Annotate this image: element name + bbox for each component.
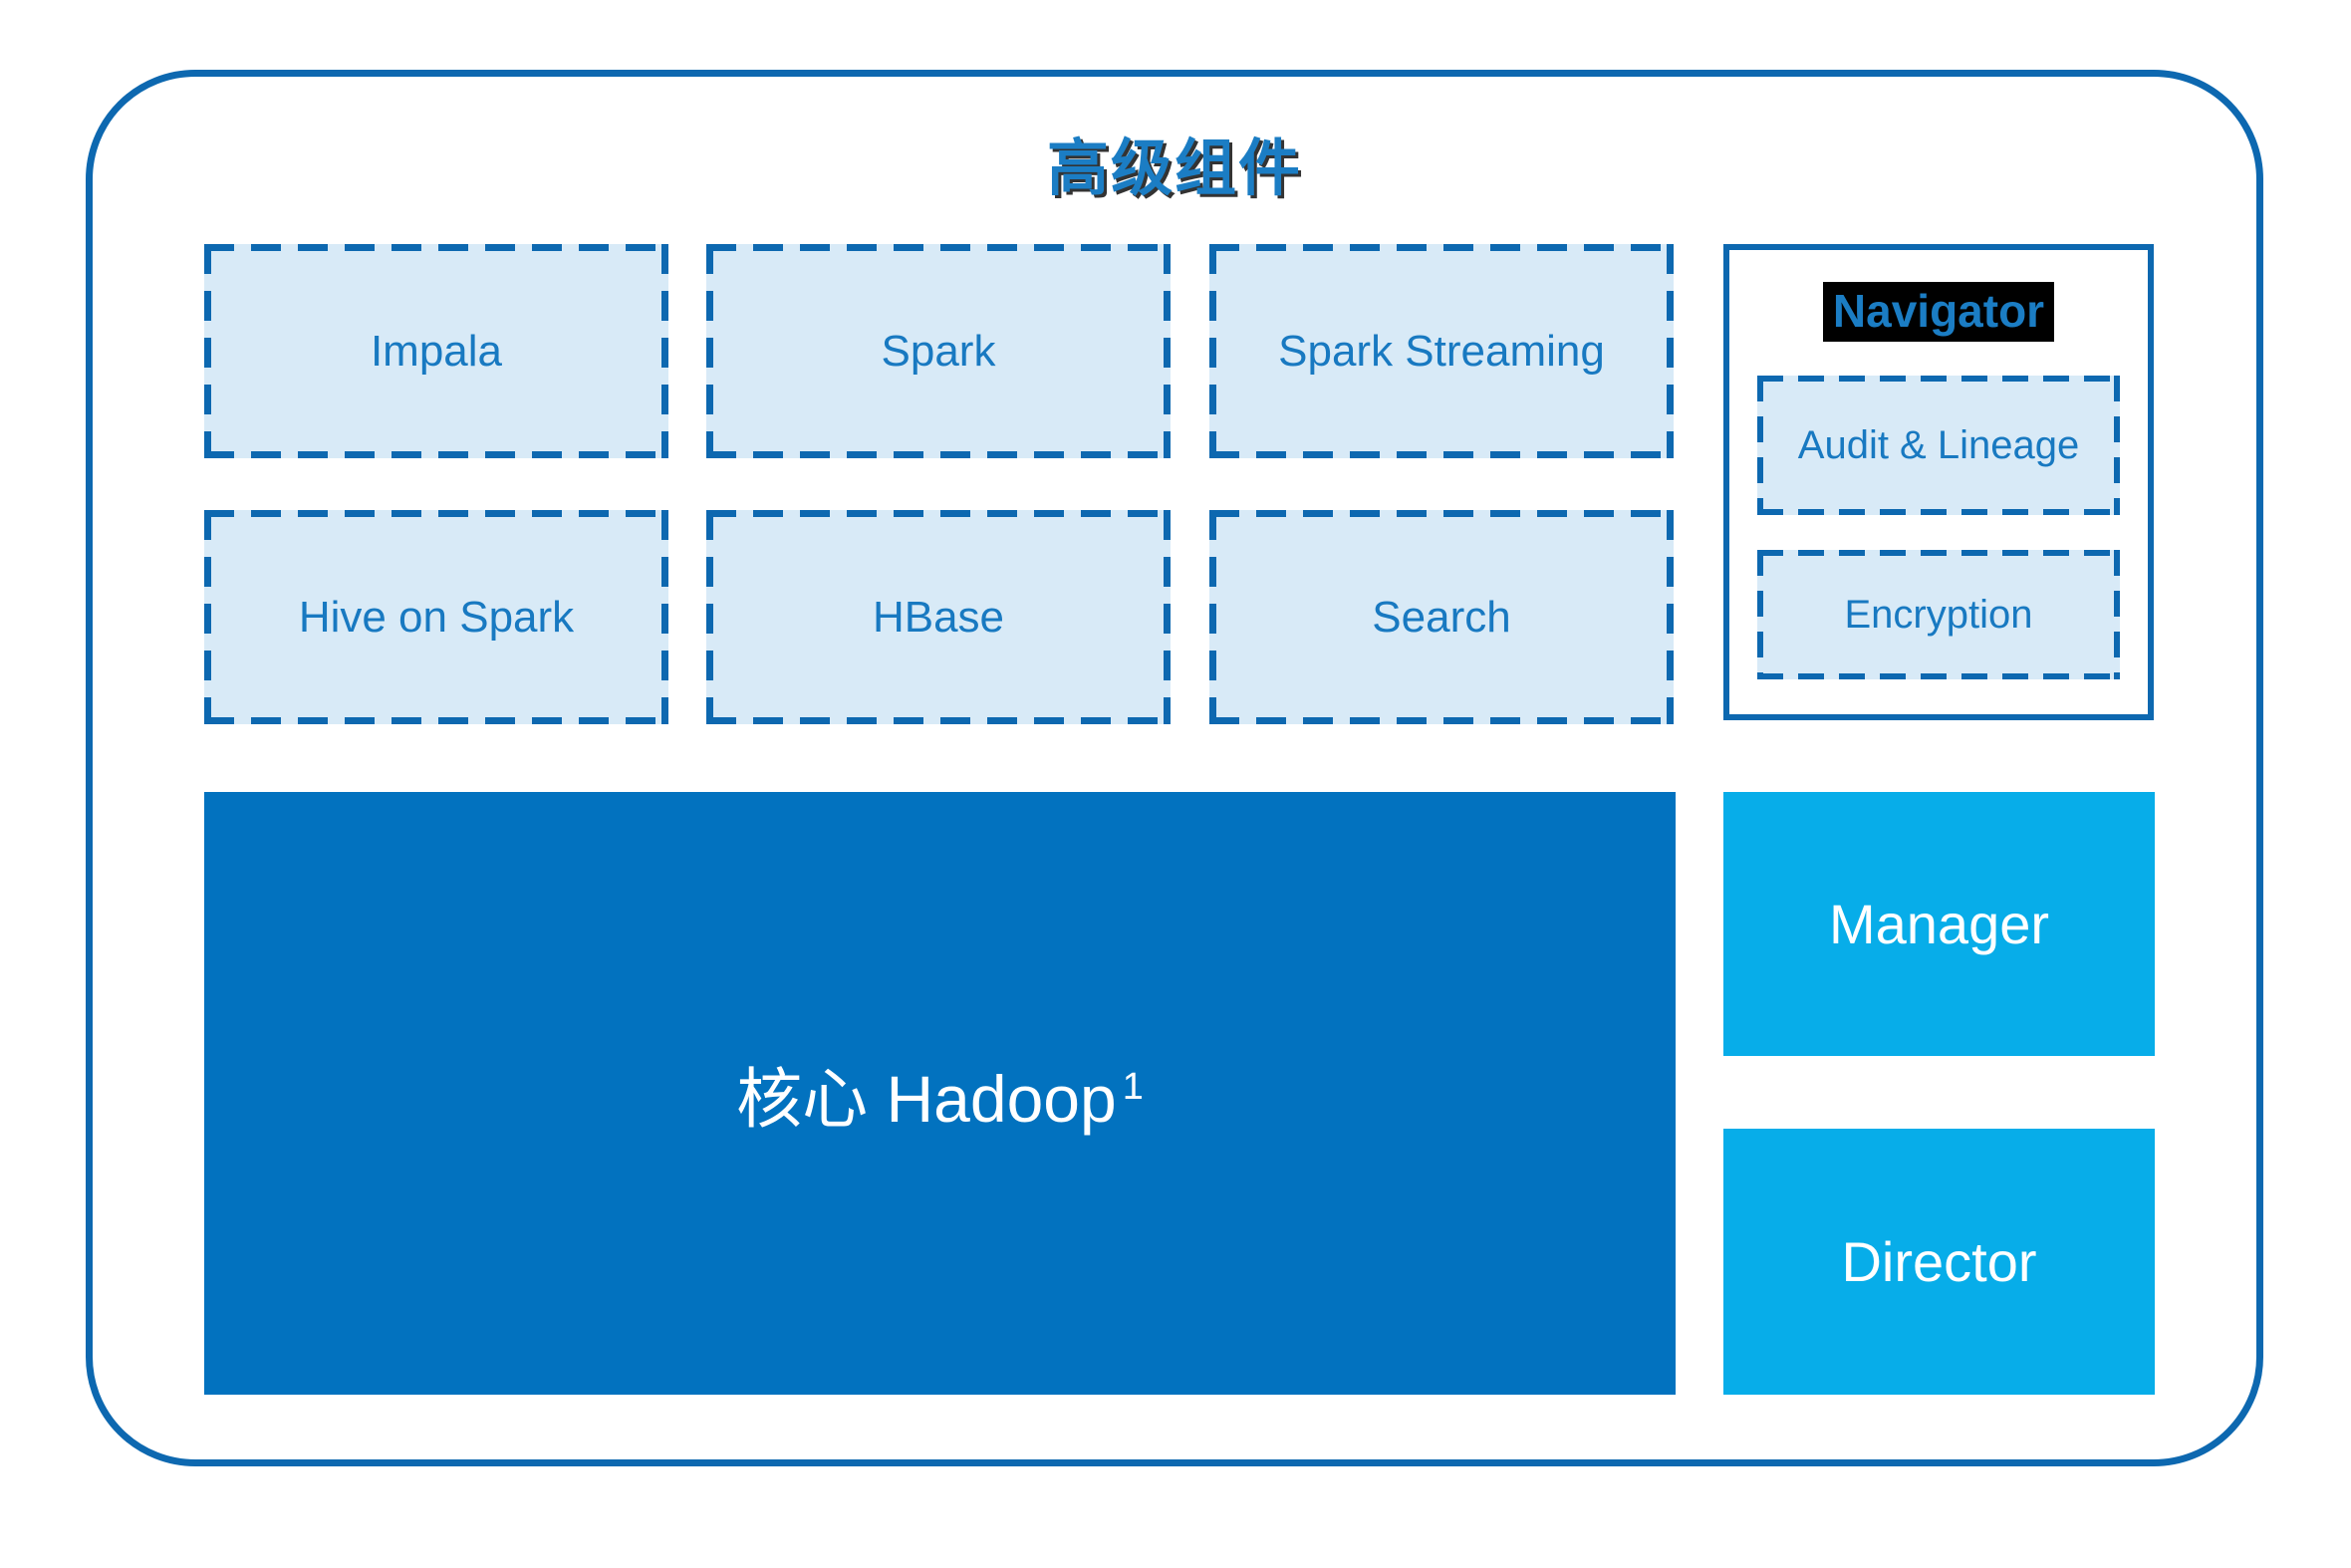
component-label: Impala [370,326,503,376]
component-label: Search [1372,592,1511,642]
navigator-title: Navigator [1729,282,2148,342]
component-box-search: Search [1209,510,1674,724]
core-hadoop-footnote-marker: 1 [1122,1065,1144,1108]
navigator-box-label: Encryption [1844,593,2033,637]
director-box: Director [1723,1129,2155,1395]
navigator-box-label: Audit & Lineage [1797,423,2080,467]
component-box-spark-streaming: Spark Streaming [1209,244,1674,458]
component-label: Spark Streaming [1278,326,1605,376]
navigator-box-audit-lineage: Audit & Lineage [1757,376,2120,515]
component-box-hbase: HBase [706,510,1171,724]
diagram-title: 高级组件 [86,118,2263,207]
component-box-spark: Spark [706,244,1171,458]
diagram-title-text: 高级组件 [1046,134,1302,203]
director-label: Director [1841,1230,2037,1293]
manager-box: Manager [1723,792,2155,1056]
component-label: HBase [872,592,1005,642]
manager-label: Manager [1828,893,2050,955]
navigator-panel: Navigator Audit & Lineage Encryption [1723,244,2154,720]
navigator-box-encryption: Encryption [1757,550,2120,679]
component-box-impala: Impala [204,244,668,458]
navigator-title-text: Navigator [1822,282,2055,342]
component-label: Hive on Spark [298,592,575,642]
component-box-hive-on-spark: Hive on Spark [204,510,668,724]
component-label: Spark [881,326,996,376]
